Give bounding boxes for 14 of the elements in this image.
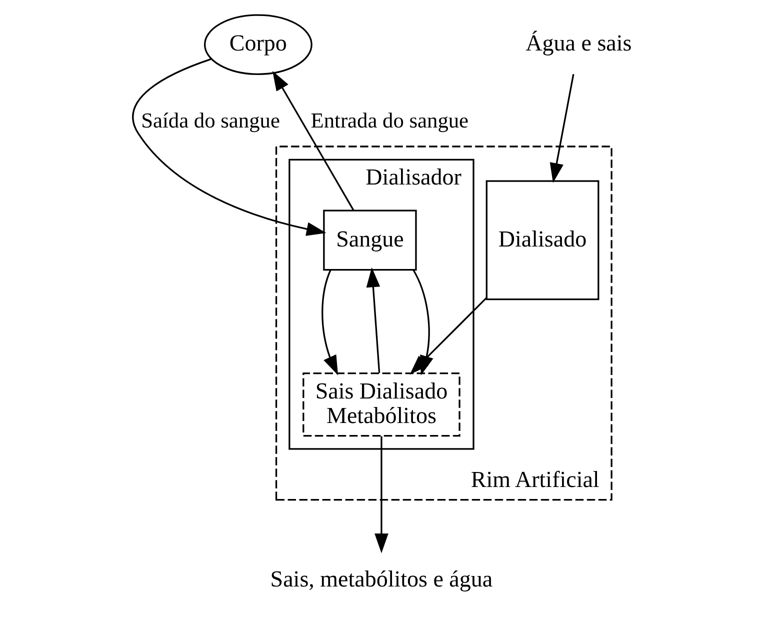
node-text: Sais, metabólitos e água — [270, 566, 493, 592]
arrow — [132, 58, 326, 236]
node-box: Sais Dialisado Metabólitos — [302, 372, 460, 437]
node-ellipse: Corpo — [204, 14, 312, 75]
arrow — [374, 436, 388, 554]
node-box: Dialisado — [486, 180, 600, 300]
node-text: Água e sais — [526, 30, 632, 56]
arrow — [366, 267, 380, 374]
arrow — [550, 74, 574, 183]
edge-label: Saída do sangue — [141, 108, 280, 132]
arrow — [272, 70, 354, 211]
arrow — [322, 270, 338, 376]
edge-label: Entrada do sangue — [310, 108, 469, 132]
node-box: Sangue — [323, 210, 417, 271]
